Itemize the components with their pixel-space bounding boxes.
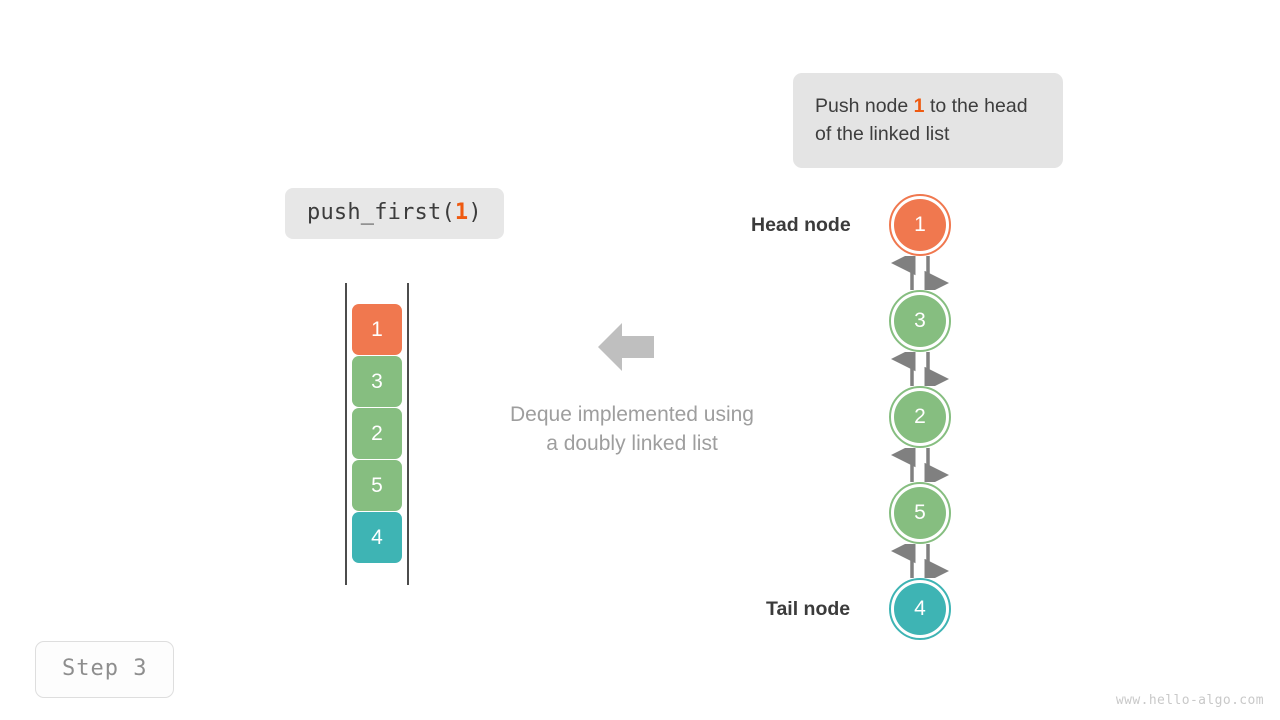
linked-list-node: 4 (889, 578, 951, 640)
code-suffix: ) (468, 200, 482, 225)
callout-highlight-value: 1 (913, 95, 925, 117)
linked-list-node: 3 (889, 290, 951, 352)
caption-line-1: Deque implemented using (510, 403, 754, 426)
operation-code-label: push_first(1) (285, 188, 504, 239)
tail-node-label: Tail node (766, 598, 851, 620)
deque-cell: 2 (352, 408, 402, 459)
head-node-label: Head node (751, 214, 851, 236)
linked-list-node: 1 (889, 194, 951, 256)
deque-rail-left (345, 283, 347, 585)
linked-list-node: 2 (889, 386, 951, 448)
watermark: www.hello-algo.com (1115, 693, 1264, 708)
linked-list-node-value: 4 (894, 583, 946, 635)
callout-bubble: Push node 1 to the head of the linked li… (793, 73, 1063, 168)
step-badge: Step 3 (35, 641, 175, 698)
deque-cell: 1 (352, 304, 402, 355)
linked-list-link (889, 250, 951, 296)
callout-text-before: Push node (815, 95, 914, 117)
doubly-linked-list: 1 3 2 5 4 (889, 194, 951, 644)
deque-cell-value: 3 (371, 369, 383, 393)
linked-list-link (889, 346, 951, 392)
deque-cell-list: 1 3 2 5 4 (352, 304, 402, 563)
linked-list-node-value: 1 (894, 199, 946, 251)
linked-list-node-value: 3 (894, 295, 946, 347)
deque-cell-value: 1 (371, 317, 383, 341)
deque-column: 1 3 2 5 4 (345, 283, 409, 585)
structure-caption: Deque implemented using a doubly linked … (452, 400, 812, 458)
deque-cell: 3 (352, 356, 402, 407)
arrow-left-icon (598, 322, 654, 372)
code-argument: 1 (454, 200, 469, 225)
callout-text-after: to the head of the linked list (815, 95, 1028, 145)
caption-line-2: a doubly linked list (546, 432, 718, 455)
deque-cell-value: 2 (371, 421, 383, 445)
deque-cell: 5 (352, 460, 402, 511)
deque-cell: 4 (352, 512, 402, 563)
linked-list-node: 5 (889, 482, 951, 544)
deque-rail-right (407, 283, 409, 585)
code-prefix: push_first( (307, 200, 455, 225)
linked-list-link (889, 442, 951, 488)
linked-list-link (889, 538, 951, 584)
deque-cell-value: 5 (371, 473, 383, 497)
linked-list-node-value: 5 (894, 487, 946, 539)
linked-list-node-value: 2 (894, 391, 946, 443)
deque-cell-value: 4 (371, 525, 383, 549)
